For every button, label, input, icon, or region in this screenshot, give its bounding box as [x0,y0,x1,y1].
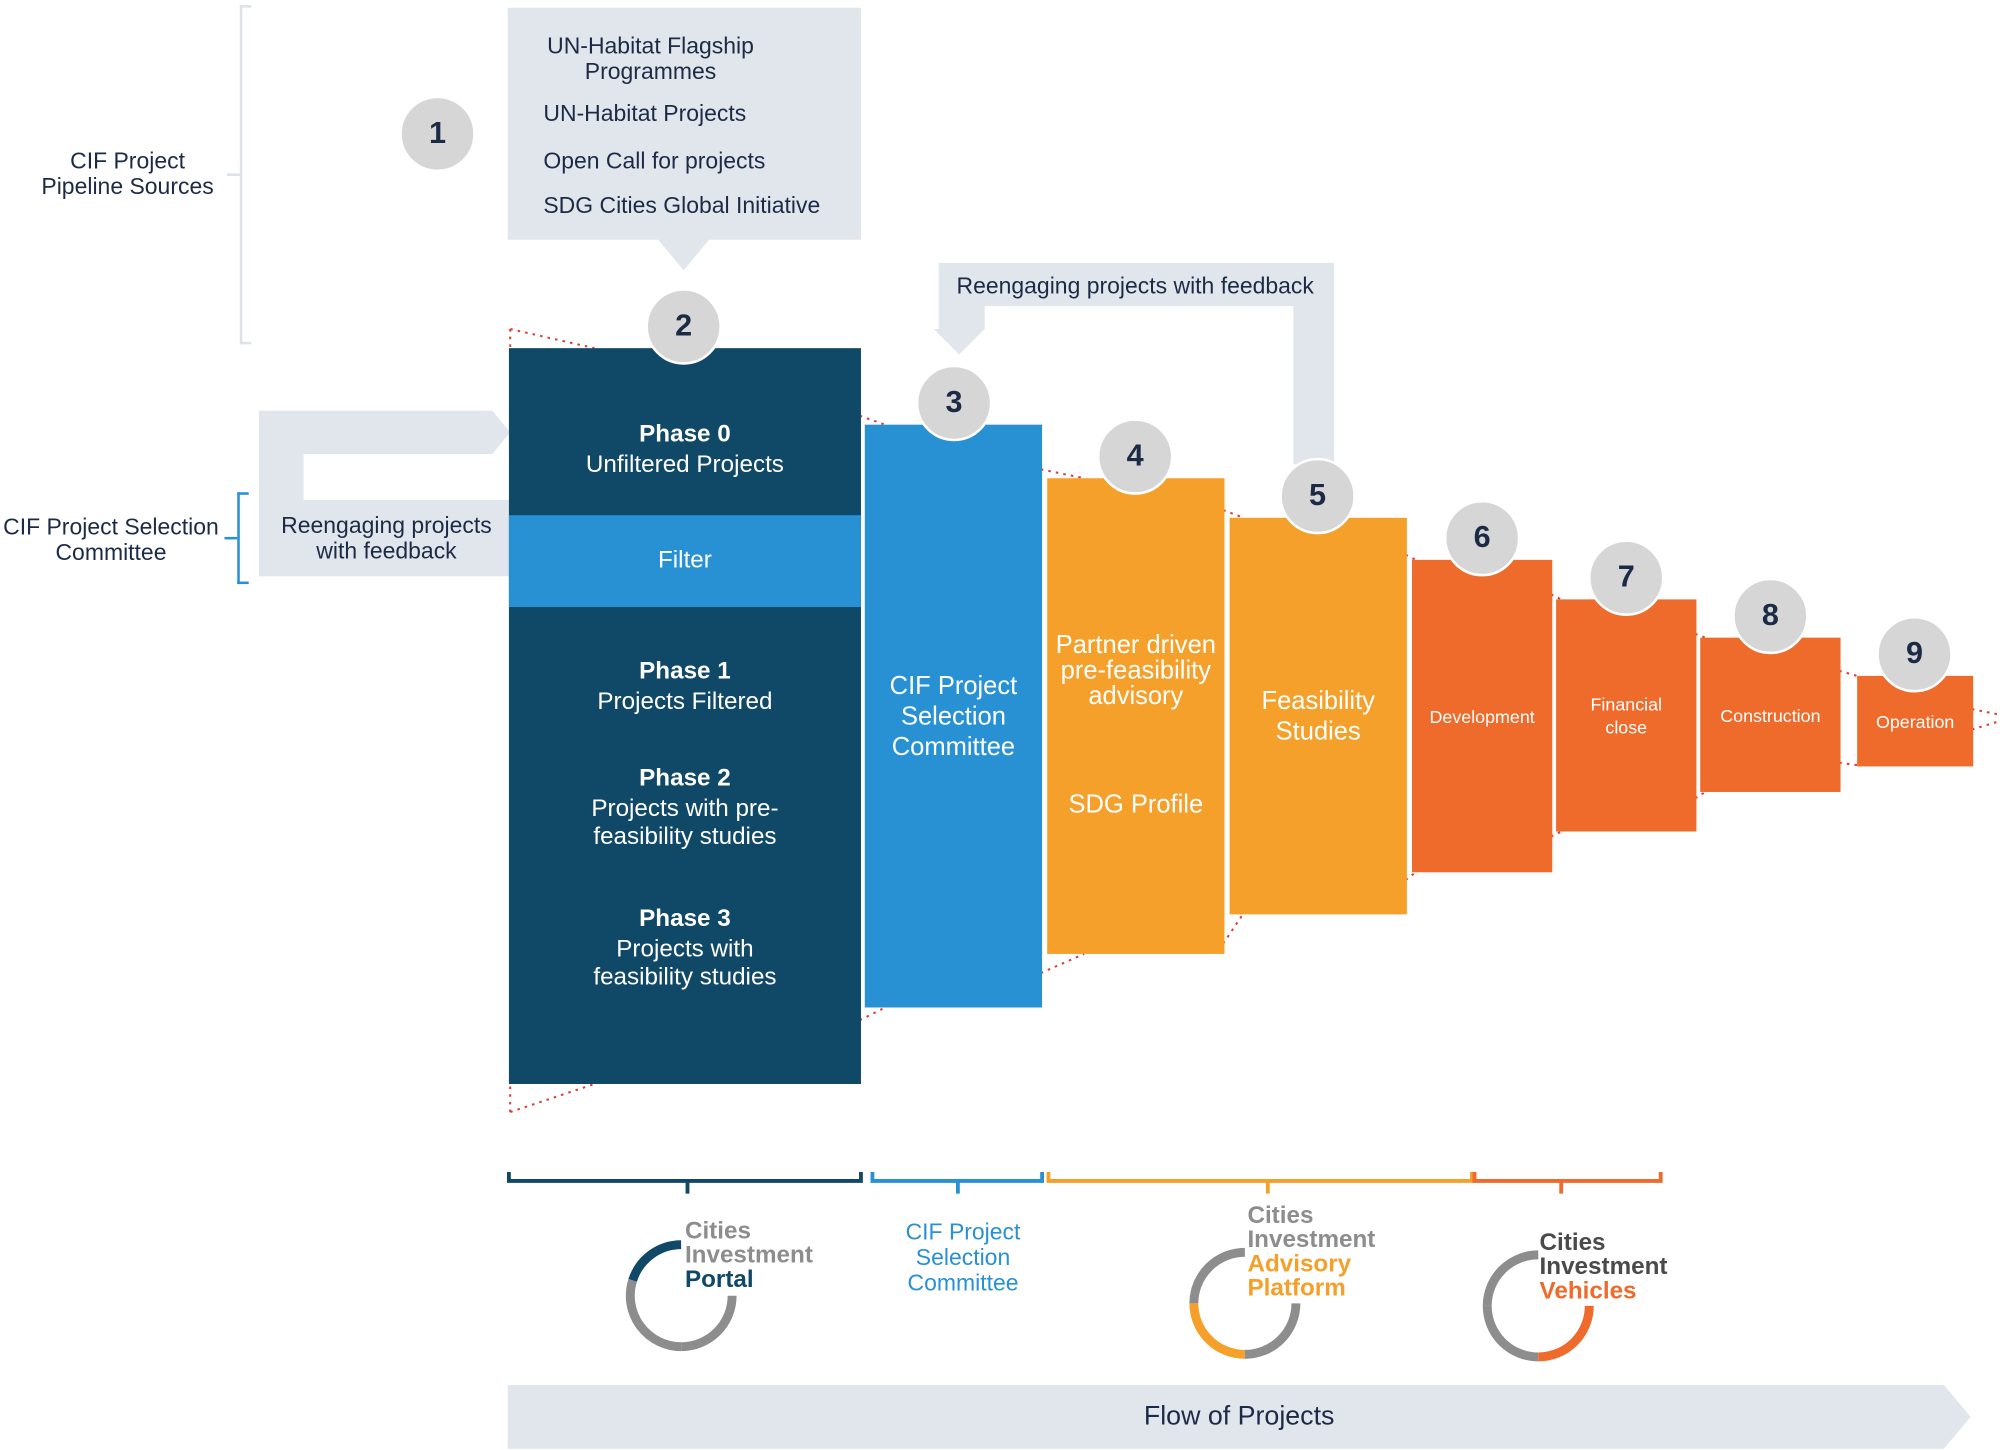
sources-callout [507,7,861,271]
column-financial-close: Financial close [1556,599,1697,832]
sources-bracket [239,5,252,345]
operation-label: Operation [1875,710,1955,732]
portal-logo-line1: Cities [684,1217,751,1245]
committee-bracket-tick [224,536,238,540]
vehicles-logo-line3: Vehicles [1539,1277,1637,1305]
step-1-badge: 1 [399,95,476,173]
advisory-logo-line2: Investment [1247,1226,1376,1254]
phase1-title: Phase 1 [639,658,731,685]
portal-ring-icon [625,1240,737,1352]
portal-logo-line2: Investment [684,1242,813,1269]
advisory-logo-line1: Cities [1247,1202,1314,1230]
sources-label: CIF Project Pipeline Sources [41,147,214,200]
committee-logo-text: CIF Project Selection Committee [905,1219,1021,1296]
committee-bracket [237,492,249,585]
phase2-text: Projects with pre- feasibility studies [591,796,779,851]
phase2-group: Phase 2 Projects with pre- feasibility s… [509,765,861,850]
prefeasibility-label: Partner driven pre-feasibility advisory [1055,631,1216,711]
phase0-group: Phase 0 Unfiltered Projects [509,421,861,479]
flow-label: Flow of Projects [1143,1401,1335,1431]
source-item-flagship: UN-Habitat Flagship Programmes [547,33,754,85]
phase3-group: Phase 3 Projects with feasibility studie… [509,905,861,990]
source-item-open-call: Open Call for projects [543,147,766,174]
column-development: Development [1411,559,1553,873]
phase0-title: Phase 0 [639,420,731,448]
feedback-loop-left [258,410,511,577]
column-committee: CIF Project Selection Committee [864,424,1043,1008]
step-4-badge: 4 [1096,418,1174,495]
step-8-badge: 8 [1732,577,1809,655]
step-9-badge: 9 [1876,615,1953,693]
phase2-title: Phase 2 [639,765,731,792]
phase3-text: Projects with feasibility studies [593,936,777,991]
feasibility-label: Feasibility Studies [1261,686,1375,746]
selection-committee-label: CIF Project Selection Committee [3,513,219,566]
advisory-logo-line4: Platform [1247,1275,1346,1303]
feedback-left-label: Reengaging projects with feedback [281,512,492,564]
step-2-badge: 2 [645,288,722,365]
development-label: Development [1429,705,1535,727]
portal-logo-line3: Portal [684,1266,754,1294]
feedback-top-label: Reengaging projects with feedback [956,272,1314,299]
step-3-badge: 3 [915,364,993,442]
column-construction: Construction [1700,637,1841,792]
advisory-ring-icon [1189,1247,1301,1359]
step-7-badge: 7 [1587,539,1665,616]
column-feasibility: Feasibility Studies [1229,517,1407,915]
phase1-text: Projects Filtered [597,689,773,716]
phase3-title: Phase 3 [639,905,731,933]
phase1-group: Phase 1 Projects Filtered [509,658,861,716]
source-item-sdg-cities: SDG Cities Global Initiative [543,192,821,219]
bottom-brackets [507,1172,1663,1194]
filter-band: Filter [508,515,861,608]
feedback-loop-top [933,262,1335,465]
column-prefeasibility [1047,478,1225,954]
vehicles-logo-line2: Investment [1539,1253,1668,1281]
phase0-text: Unfiltered Projects [585,451,784,479]
sources-bracket-tick [227,173,240,176]
flow-arrow [507,1384,1971,1449]
step-6-badge: 6 [1443,499,1521,577]
step-5-badge: 5 [1279,457,1356,535]
phase-block [508,348,861,1085]
committee-column-label: CIF Project Selection Committee [889,671,1018,761]
vehicles-logo-line1: Cities [1539,1229,1606,1257]
advisory-logo-line3: Advisory [1247,1251,1352,1278]
vehicles-ring-icon [1482,1250,1594,1362]
financial-close-label: Financial close [1590,693,1662,738]
sdg-profile-label: SDG Profile [1068,790,1204,819]
construction-label: Construction [1720,704,1821,726]
source-item-projects: UN-Habitat Projects [543,100,747,127]
filter-label: Filter [657,547,712,574]
column-operation: Operation [1857,675,1974,767]
